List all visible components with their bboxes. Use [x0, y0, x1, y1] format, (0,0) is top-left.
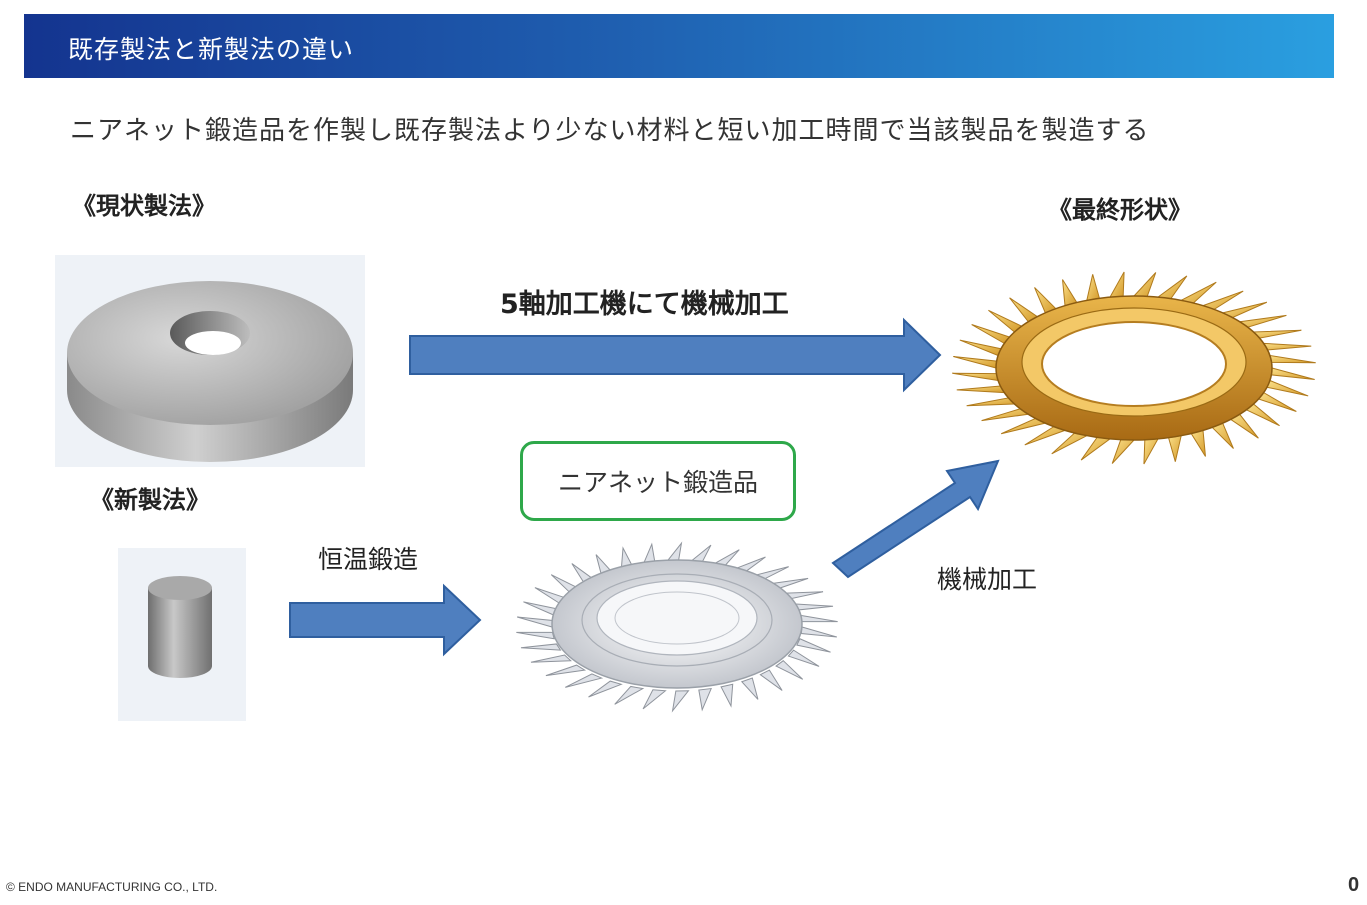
arrow-isothermal-forging — [289, 583, 482, 657]
step-five-axis-label: 5軸加工機にて機械加工 — [500, 289, 789, 320]
forged-blade — [516, 631, 555, 640]
finished-blade — [971, 324, 1011, 345]
page-title: 既存製法と新製法の違い — [68, 35, 355, 64]
forged-blade — [799, 614, 838, 623]
finished-blade — [1080, 436, 1112, 461]
arrow-machining — [831, 459, 1000, 579]
forged-blade — [796, 638, 831, 653]
title-bar: 既存製法と新製法の違い — [24, 14, 1334, 78]
label-final-shape: 《最終形状》 — [1048, 196, 1192, 224]
finished-blade — [966, 397, 1016, 407]
label-current-method: 《現状製法》 — [72, 192, 216, 220]
finished-blade — [956, 385, 1006, 394]
forged-blade — [523, 601, 558, 616]
final-blisk-image — [952, 271, 1316, 465]
forged-blade — [545, 664, 587, 677]
finished-blade — [1269, 354, 1316, 364]
step-machining-label: 機械加工 — [937, 565, 1038, 594]
finished-blade — [1252, 329, 1302, 339]
finished-blade — [1051, 432, 1089, 455]
finished-blade — [1257, 391, 1297, 412]
forged-blade — [530, 654, 572, 663]
step-isothermal-forging-label: 恒温鍛造 — [318, 545, 419, 574]
finished-blade — [981, 408, 1030, 422]
subtitle: ニアネット鍛造品を作製し既存製法より少ない材料と短い加工時間で当該製品を製造する — [70, 116, 1150, 146]
finished-blade — [1266, 379, 1309, 397]
finished-blade — [1156, 275, 1188, 300]
finished-blade — [953, 355, 998, 369]
forged-blade — [671, 690, 690, 713]
forged-blade — [520, 643, 562, 651]
cylinder-top — [148, 576, 212, 600]
forged-blade — [642, 689, 667, 710]
finished-blade — [1179, 281, 1217, 304]
cylinder-billet-image — [118, 548, 246, 721]
near-net-product-box: ニアネット鍛造品 — [520, 441, 796, 521]
finished-blade — [1245, 403, 1280, 427]
finished-blade — [1238, 314, 1287, 328]
forged-blade — [588, 680, 623, 698]
near-net-forged-ring-image — [516, 541, 838, 713]
finished-blade — [1190, 429, 1206, 457]
forged-blade — [565, 673, 604, 688]
finished-blade — [988, 309, 1023, 333]
page-number: 0 — [1348, 874, 1360, 896]
finished-blade — [1167, 435, 1182, 462]
disc-hole-opening — [185, 331, 241, 355]
finished-blade — [1109, 271, 1125, 298]
copyright-footer: © ENDO MANUFACTURING CO., LTD. — [6, 880, 218, 894]
finished-blade — [1132, 272, 1157, 297]
forged-blade — [517, 616, 554, 628]
finished-blade — [1262, 342, 1312, 351]
forged-blade — [800, 626, 837, 638]
cylinder-side — [148, 588, 212, 678]
finished-blade — [952, 372, 999, 382]
forged-blade — [759, 669, 783, 691]
forged-blade — [698, 687, 713, 712]
arrow-five-axis — [409, 317, 942, 393]
finished-blade — [1062, 279, 1078, 307]
forged-blade — [720, 683, 734, 708]
forged-blade — [775, 660, 804, 680]
label-new-method: 《新製法》 — [90, 486, 210, 514]
finished-blade — [1086, 274, 1101, 301]
forged-blade — [740, 677, 759, 700]
forged-blade — [787, 649, 820, 667]
finished-blade — [1143, 438, 1159, 465]
finished-blade — [1270, 367, 1315, 381]
finished-blade — [1111, 439, 1136, 464]
forged-blade — [614, 685, 645, 705]
disc-blank-image — [55, 255, 365, 467]
finished-blade — [959, 339, 1002, 357]
forged-blade — [792, 603, 834, 611]
